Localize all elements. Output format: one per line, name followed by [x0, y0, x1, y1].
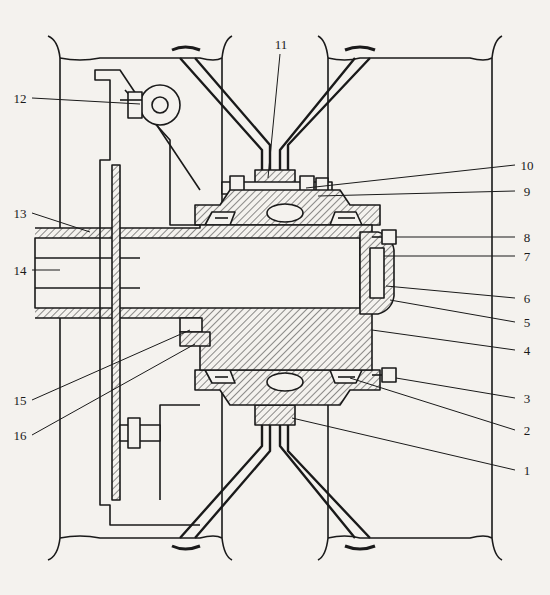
callout-number: 1: [522, 463, 533, 478]
callout-number: 8: [522, 230, 533, 245]
callout-number: 7: [522, 249, 533, 264]
callout-number: 11: [273, 37, 290, 52]
callout-number: 6: [522, 291, 533, 306]
callout-number: 16: [12, 428, 29, 443]
callout-number: 9: [522, 184, 533, 199]
callout-number: 13: [12, 206, 29, 221]
callout-number: 5: [522, 315, 533, 330]
callout-number: 14: [12, 263, 29, 278]
callout-number: 12: [12, 91, 29, 106]
callout-number: 4: [522, 343, 533, 358]
callout-number: 10: [519, 158, 536, 173]
callout-number: 15: [12, 393, 29, 408]
callout-number: 2: [522, 423, 533, 438]
callout-number: 3: [522, 391, 533, 406]
